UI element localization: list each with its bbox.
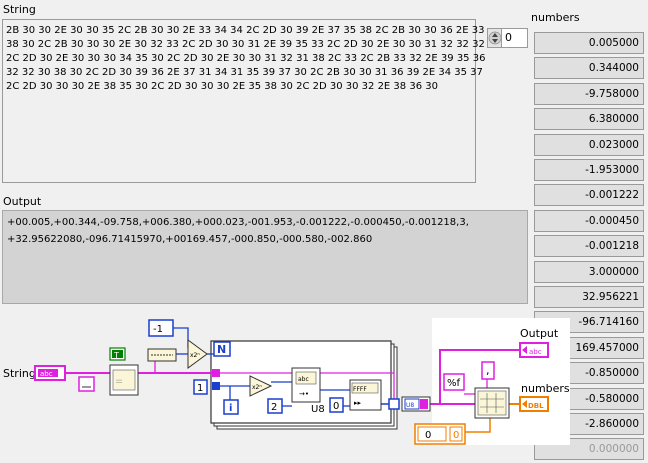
string-terminal-label: String: [3, 367, 36, 380]
svg-text:0: 0: [333, 401, 339, 412]
numbers-element[interactable]: 0.344000: [534, 57, 644, 80]
hex-string-to-number-node[interactable]: FFFF ▸▸: [349, 379, 382, 411]
svg-text:U8: U8: [406, 402, 414, 409]
svg-text:abc: abc: [529, 348, 542, 356]
numbers-element[interactable]: 3.000000: [534, 260, 644, 283]
numbers-element[interactable]: -0.001218: [534, 235, 644, 258]
scale-by-power-node[interactable]: x2ⁿ: [187, 339, 208, 369]
double-array-constant[interactable]: 0 0: [414, 423, 466, 445]
numbers-element[interactable]: -0.000450: [534, 209, 644, 232]
numbers-element[interactable]: -0.001222: [534, 184, 644, 207]
svg-text:FFFF: FFFF: [353, 386, 367, 393]
output-indicator: +00.005,+00.344,-09.758,+006.380,+000.02…: [2, 210, 528, 304]
true-constant[interactable]: T: [109, 347, 126, 361]
svg-text:abc: abc: [298, 376, 309, 383]
string-hex-line: 38 30 2C 2B 30 30 30 2E 30 32 33 2C 2D 3…: [6, 39, 485, 50]
u8-label: U8: [311, 404, 325, 415]
numbers-element[interactable]: 6.380000: [534, 108, 644, 131]
format-string-constant[interactable]: %f: [443, 373, 465, 391]
numbers-element[interactable]: 0.005000: [534, 32, 644, 54]
numbers-element[interactable]: 0.023000: [534, 133, 644, 156]
svg-text:→•: →•: [299, 390, 309, 398]
svg-text:,: ,: [486, 364, 490, 377]
indexing-tunnel: [388, 398, 400, 410]
svg-text:0: 0: [453, 430, 459, 441]
const-0-radix[interactable]: 0: [329, 397, 344, 413]
svg-text:2: 2: [271, 402, 277, 413]
svg-text:x2ⁿ: x2ⁿ: [252, 384, 262, 391]
numbers-element[interactable]: 32.956221: [534, 286, 644, 308]
multiply-node[interactable]: x2ⁿ: [249, 375, 273, 397]
output-label: Output: [3, 195, 42, 208]
array-index-value[interactable]: 0: [505, 31, 512, 44]
numbers-label: numbers: [531, 11, 580, 24]
svg-text:0: 0: [425, 430, 431, 441]
svg-text:▸▸: ▸▸: [354, 399, 362, 407]
svg-text:i: i: [229, 403, 232, 414]
empty-string-constant[interactable]: [78, 376, 95, 392]
string-hex-line: 32 32 30 38 30 2C 2D 30 39 36 2E 37 31 3…: [6, 67, 483, 78]
output-content: +00.005,+00.344,-09.758,+006.380,+000.02…: [3, 211, 527, 248]
output-line: +00.005,+00.344,-09.758,+006.380,+000.02…: [7, 217, 469, 228]
svg-text::::: :::: [116, 378, 122, 385]
const-1[interactable]: 1: [193, 379, 208, 395]
svg-text:DBL: DBL: [528, 402, 544, 410]
output-terminal[interactable]: abc: [519, 342, 549, 358]
string-label: String: [3, 3, 36, 16]
string-tunnel: [212, 369, 220, 377]
string-terminal[interactable]: abc: [34, 365, 66, 381]
svg-text:x2ⁿ: x2ⁿ: [190, 352, 200, 359]
const-neg1[interactable]: -1: [148, 319, 174, 337]
numbers-element[interactable]: -1.953000: [534, 159, 644, 181]
string-control[interactable]: 2B 30 30 2E 30 30 35 2C 2B 30 30 2E 33 3…: [2, 19, 486, 183]
separator-constant[interactable]: ,: [481, 361, 495, 380]
string-terminal-type: abc: [40, 370, 53, 378]
loop-iteration-terminal[interactable]: i: [223, 399, 239, 415]
string-hex-line: 2B 30 30 2E 30 30 35 2C 2B 30 30 2E 33 3…: [6, 25, 485, 36]
string-length-node[interactable]: [147, 348, 177, 362]
string-hex-content: 2B 30 30 2E 30 30 35 2C 2B 30 30 2E 33 3…: [3, 20, 486, 94]
string-subset-node[interactable]: abc →•: [291, 367, 321, 403]
string-to-array-node[interactable]: :::: [109, 364, 139, 396]
numbers-terminal-label: numbers: [521, 382, 570, 395]
svg-text:-1: -1: [153, 324, 163, 335]
output-terminal-label: Output: [520, 327, 559, 340]
byte-array-to-string-node[interactable]: U8: [401, 396, 431, 412]
svg-text:%f: %f: [447, 378, 461, 389]
string-hex-line: 2C 2D 30 2E 30 30 30 34 35 30 2C 2D 30 2…: [6, 53, 486, 64]
svg-text:T: T: [113, 351, 119, 360]
array-index-control[interactable]: 0: [487, 28, 528, 48]
block-diagram: String abc T ::: -1 x2ⁿ N: [3, 318, 570, 445]
svg-text:N: N: [217, 343, 226, 356]
string-hex-line: 2C 2D 30 30 30 2E 38 35 30 2C 2D 30 30 3…: [6, 81, 438, 92]
spreadsheet-string-to-array-node[interactable]: [474, 387, 510, 419]
index-increment-decrement[interactable]: [488, 29, 502, 47]
const-2[interactable]: 2: [267, 398, 283, 414]
output-line: +32.95622080,-096.71415970,+00169.457,-0…: [7, 234, 373, 245]
loop-count-terminal[interactable]: N: [213, 341, 231, 357]
numbers-terminal[interactable]: DBL: [519, 396, 549, 412]
svg-text:1: 1: [197, 383, 203, 394]
numeric-tunnel: [212, 382, 220, 390]
spin-arrows-icon[interactable]: [488, 29, 502, 47]
numbers-element[interactable]: -9.758000: [534, 82, 644, 105]
